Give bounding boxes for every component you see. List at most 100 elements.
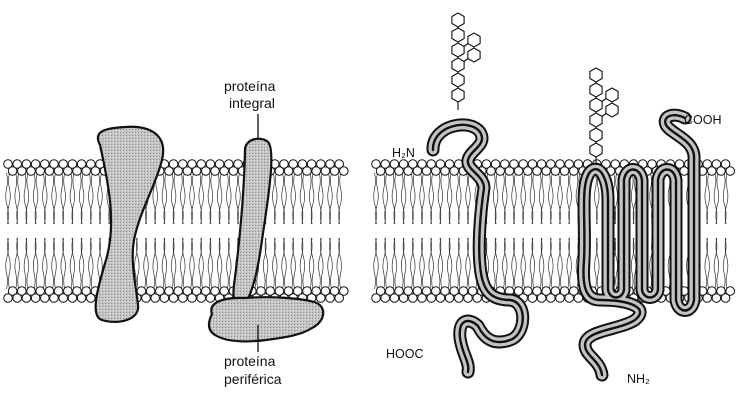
lipid-tail [155, 238, 158, 289]
lipid-tail [63, 173, 66, 224]
lipid-tail [385, 173, 388, 224]
lipid-tail [633, 173, 636, 224]
lipid-tail [26, 238, 29, 289]
lipid-tail [383, 238, 386, 289]
lipid-tail [504, 173, 507, 224]
lipid-tail [420, 238, 423, 289]
lipid-tail [300, 238, 303, 289]
sugar-ring [590, 128, 602, 142]
lipid-tail [282, 173, 285, 224]
sugar-ring [452, 88, 464, 102]
lipid-tail [54, 238, 57, 289]
oligosaccharide-chain-a [452, 13, 480, 110]
lipid-tail [192, 238, 195, 289]
lipid-tail [173, 238, 176, 289]
lipid-tail [523, 238, 526, 289]
lipid-tail [449, 173, 452, 224]
lipid-tail [440, 173, 443, 224]
sugar-ring [452, 43, 464, 57]
lipid-tail [293, 173, 296, 224]
lipid-tail [44, 173, 47, 224]
lipid-tail [569, 238, 572, 289]
lipid-tail [146, 238, 149, 289]
lipid-tail [337, 173, 340, 224]
lipid-tail [705, 238, 708, 289]
sugar-link [464, 44, 468, 47]
lipid-head [726, 287, 735, 296]
lipid-tail [54, 173, 57, 224]
lipid-tail [631, 238, 634, 289]
lipid-tail [173, 173, 176, 224]
lipid-tail [228, 238, 231, 289]
lipid-tail [569, 173, 572, 224]
lipid-tail [217, 238, 220, 289]
integral-label-line2: integral [229, 95, 275, 111]
lipid-tail [514, 173, 517, 224]
lipid-tail [72, 173, 75, 224]
lipid-tail [153, 238, 156, 289]
lipid-tail [504, 238, 507, 289]
peripheral-label-line2: periférica [224, 371, 282, 387]
lipid-tail [521, 173, 524, 224]
lipid-tail [61, 238, 64, 289]
lipid-tail [412, 173, 415, 224]
lipid-tail [171, 238, 174, 289]
lipid-tail [429, 238, 432, 289]
lipid-tail [181, 238, 184, 289]
lipid-tail [79, 238, 82, 289]
lipid-tail [716, 173, 719, 224]
lipid-tail [302, 238, 305, 289]
lipid-tail [309, 173, 312, 224]
lipid-tail [532, 173, 535, 224]
lipid-tail [24, 238, 27, 289]
lipid-tail [401, 173, 404, 224]
lipid-tail [182, 173, 185, 224]
lipid-tail [282, 238, 285, 289]
lipid-tail [337, 238, 340, 289]
lipid-tail [284, 238, 287, 289]
terminal-label-cooh: COOH [684, 113, 722, 127]
lipid-tail [181, 173, 184, 224]
lipid-tail [458, 238, 461, 289]
lipid-tail [503, 173, 506, 224]
lipid-tail [70, 173, 73, 224]
lipid-tail [596, 238, 599, 289]
integral-label-line1: proteína [224, 78, 276, 94]
lipid-tail [236, 173, 239, 224]
oligosaccharide-chain-b [590, 68, 618, 165]
lipid-tail [615, 173, 618, 224]
sugar-ring [590, 113, 602, 127]
lipid-tail [447, 173, 450, 224]
lipid-tail [79, 173, 82, 224]
lipid-tail [714, 238, 717, 289]
lipid-tail [714, 173, 717, 224]
terminal-label-hooc: HOOC [386, 347, 424, 361]
lipid-tail [35, 173, 38, 224]
lipid-tail [707, 173, 710, 224]
lipid-tail [228, 173, 231, 224]
lipid-tail [291, 238, 294, 289]
lipid-tail [6, 238, 9, 289]
sugar-ring [468, 48, 480, 62]
lipid-tail [411, 173, 414, 224]
lipid-tail [227, 173, 230, 224]
lipid-tail [164, 173, 167, 224]
lipid-tail [493, 173, 496, 224]
terminal-label-nh2: NH₂ [627, 372, 650, 386]
lipid-tail [447, 238, 450, 289]
sugar-ring [606, 88, 618, 102]
lipid-tail [330, 238, 333, 289]
integral-label: proteína integral [224, 78, 276, 140]
lipid-tail [52, 238, 55, 289]
lipid-tail [320, 173, 323, 224]
lipid-tail [541, 173, 544, 224]
lipid-tail [550, 173, 553, 224]
lipid-tail [320, 238, 323, 289]
lipid-tail [284, 173, 287, 224]
sugar-ring [590, 83, 602, 97]
lipid-tail [550, 238, 553, 289]
lipid-tail [495, 173, 498, 224]
lipid-tail [263, 238, 266, 289]
lipid-tail [495, 238, 498, 289]
